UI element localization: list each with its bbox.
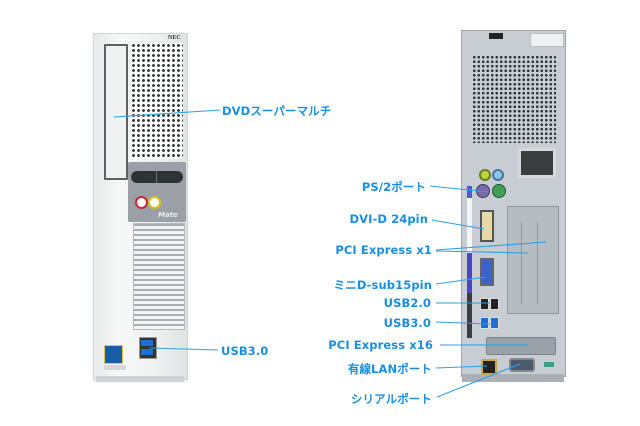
front-chassis-base: [96, 376, 184, 382]
ps2-keyboard-port: [476, 184, 490, 198]
lan-port: [481, 359, 497, 375]
intel-sticker: [104, 345, 123, 364]
label-dvi-port: DVI-D 24pin: [349, 212, 428, 226]
label-ps2-port: PS/2ポート: [361, 180, 426, 194]
label-serial-port: シリアルポート: [350, 392, 432, 406]
slot-divider: [521, 222, 522, 304]
front-grille: [133, 223, 185, 330]
usb3-slot-icon: [141, 349, 153, 355]
label-lan-port: 有線LANポート: [347, 362, 432, 376]
label-usb3-rear: USB3.0: [383, 316, 431, 330]
power-buttons: [131, 171, 183, 183]
ps2-mouse-port: [492, 184, 506, 198]
usb2-port: [490, 298, 499, 310]
label-pcie-x1: PCI Express x1: [335, 243, 432, 257]
label-usb3-front: USB3.0: [221, 344, 269, 358]
nec-logo: NEC: [168, 35, 181, 41]
usb3-port: [480, 317, 489, 329]
line-out-jack-icon: [479, 169, 491, 181]
button-divider: [156, 171, 157, 183]
rear-chassis-base: [462, 374, 564, 382]
rear-strip: [467, 293, 472, 338]
mic-jack-icon: [135, 196, 148, 209]
label-pcie-x16: PCI Express x16: [328, 338, 433, 352]
slot-divider: [537, 222, 538, 304]
pcie-x16-slot: [486, 337, 556, 355]
mate-logo: Mate: [158, 211, 178, 219]
model-tag: [104, 365, 126, 370]
label-usb2-rear: USB2.0: [383, 296, 431, 310]
power-inlet: [518, 148, 556, 178]
rear-strip: [467, 253, 472, 293]
rear-top-slot: [489, 33, 503, 39]
pcie-x1-slots: [507, 206, 559, 314]
dvi-port: [480, 210, 494, 242]
rear-strip: [467, 186, 472, 198]
line-in-jack-icon: [492, 169, 504, 181]
label-dvd-drive: DVDスーパーマルチ: [222, 104, 332, 118]
headphone-jack-icon: [148, 196, 161, 209]
dvd-drive-bay: [104, 44, 128, 180]
psu-vent: [472, 55, 556, 143]
usb3-slot-icon: [141, 340, 153, 346]
serial-port: [509, 358, 535, 372]
usb3-port: [490, 317, 499, 329]
label-vga-port: ミニD-sub15pin: [333, 278, 432, 292]
rear-strip: [467, 198, 472, 253]
front-vent-mesh: [131, 43, 183, 159]
voltage-switch: [530, 33, 564, 47]
usb2-port: [480, 298, 489, 310]
rear-connector: [544, 362, 554, 367]
vga-port: [480, 258, 494, 286]
